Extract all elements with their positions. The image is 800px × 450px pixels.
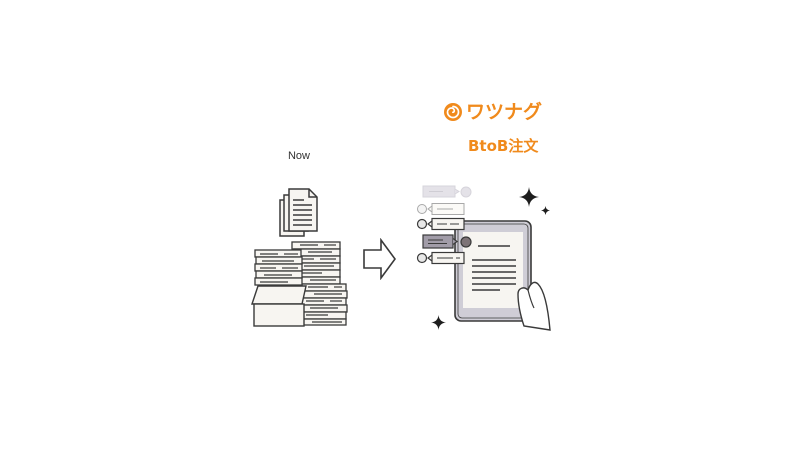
brand-logo: ワツナグ — [443, 101, 542, 123]
tablet-icon — [454, 220, 551, 331]
brand-subtitle: BtoB注文 — [468, 137, 539, 155]
hand-icon — [517, 281, 551, 331]
arrow-right-icon — [363, 238, 396, 280]
brand-name: ワツナグ — [466, 101, 543, 123]
now-label: Now — [287, 150, 310, 162]
sparkle-bottom-icon — [431, 315, 446, 330]
documents-stack-icon — [279, 188, 318, 237]
sparkle-icon — [519, 187, 539, 207]
cardboard-box-icon — [251, 285, 307, 327]
chat-bubbles-icon — [416, 185, 472, 265]
sparkle-small-icon — [541, 206, 550, 215]
spiral-logo-icon — [444, 103, 462, 121]
paper-piles-icon — [251, 241, 348, 327]
